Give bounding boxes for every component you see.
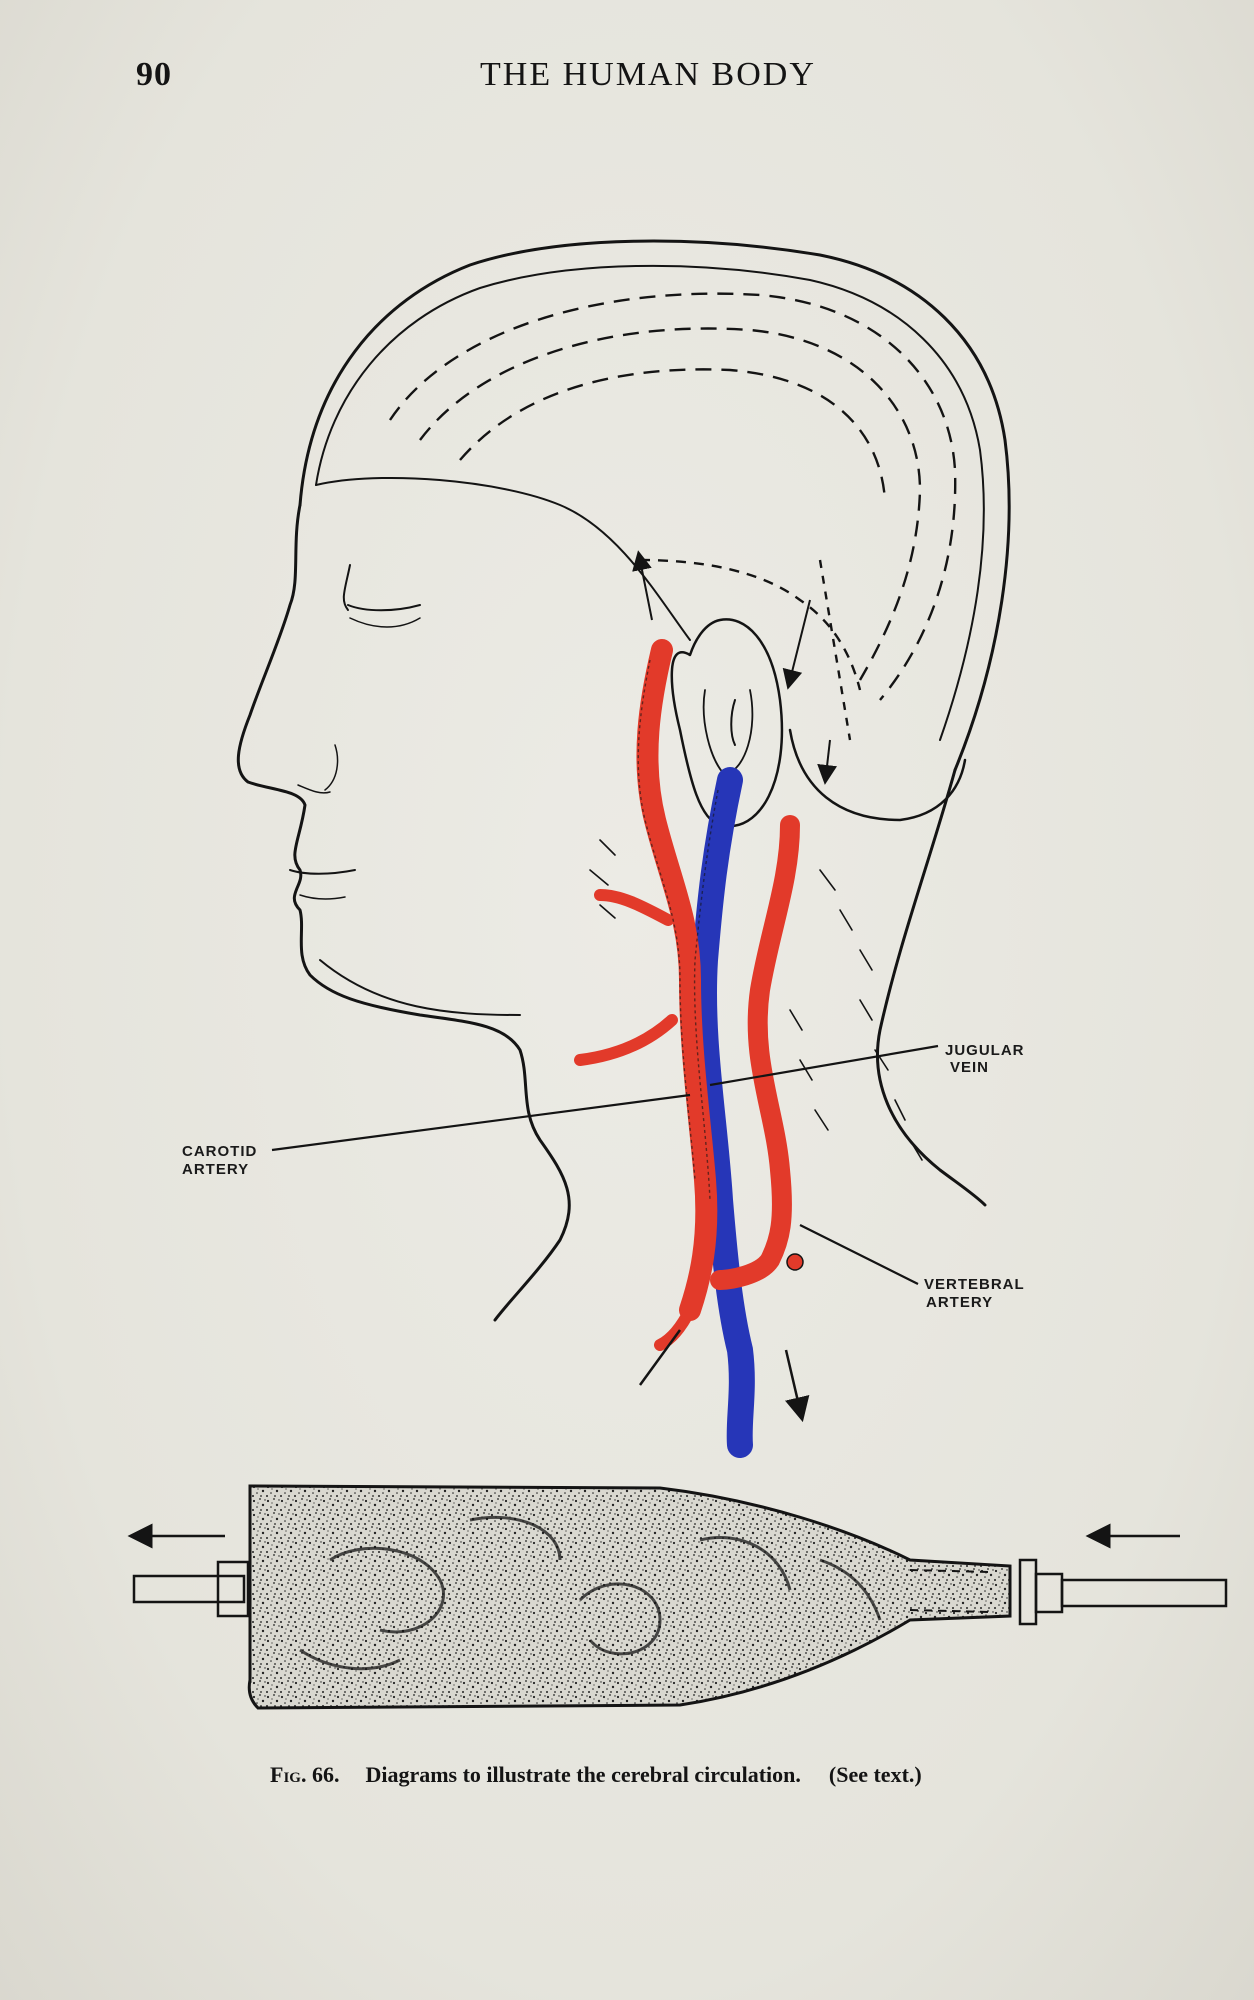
carotid-branches — [574, 889, 696, 1351]
caption-text: Diagrams to illustrate the cerebral circ… — [365, 1762, 801, 1787]
figure-number: Fig. 66. — [270, 1762, 340, 1787]
label-leaders — [271, 1044, 939, 1285]
carotid-artery-label-1: CAROTID — [182, 1143, 257, 1160]
outflow-arrow — [784, 1349, 810, 1423]
figure-caption: Fig. 66. Diagrams to illustrate the cereb… — [270, 1762, 1170, 1788]
head-outline — [236, 239, 1011, 1322]
bottle-mottling — [299, 1515, 882, 1671]
bottle-model — [132, 1484, 1228, 1710]
page-number: 90 — [136, 56, 172, 93]
jugular-vein-label-2: VEIN — [950, 1059, 989, 1076]
jugular-vein-label-1: JUGULAR — [945, 1042, 1025, 1059]
carotid-artery — [636, 639, 718, 1321]
vertebral-artery-label-2: ARTERY — [926, 1294, 993, 1311]
neck-hatching — [589, 839, 923, 1161]
vertebral-artery — [710, 815, 800, 1290]
facial-features — [289, 564, 421, 900]
vertebral-artery-label-1: VERTEBRAL — [924, 1276, 1025, 1293]
flow-arrows-head — [632, 550, 838, 785]
vertebral-junction — [786, 1253, 804, 1271]
carotid-artery-label-2: ARTERY — [182, 1161, 249, 1178]
neck-base-line — [638, 1329, 682, 1386]
cranial-sinus-dashes — [389, 292, 957, 741]
caption-note: (See text.) — [828, 1762, 922, 1787]
running-title: THE HUMAN BODY — [480, 56, 816, 93]
jugular-vein — [691, 767, 755, 1458]
vessel-outlines — [637, 659, 719, 1201]
